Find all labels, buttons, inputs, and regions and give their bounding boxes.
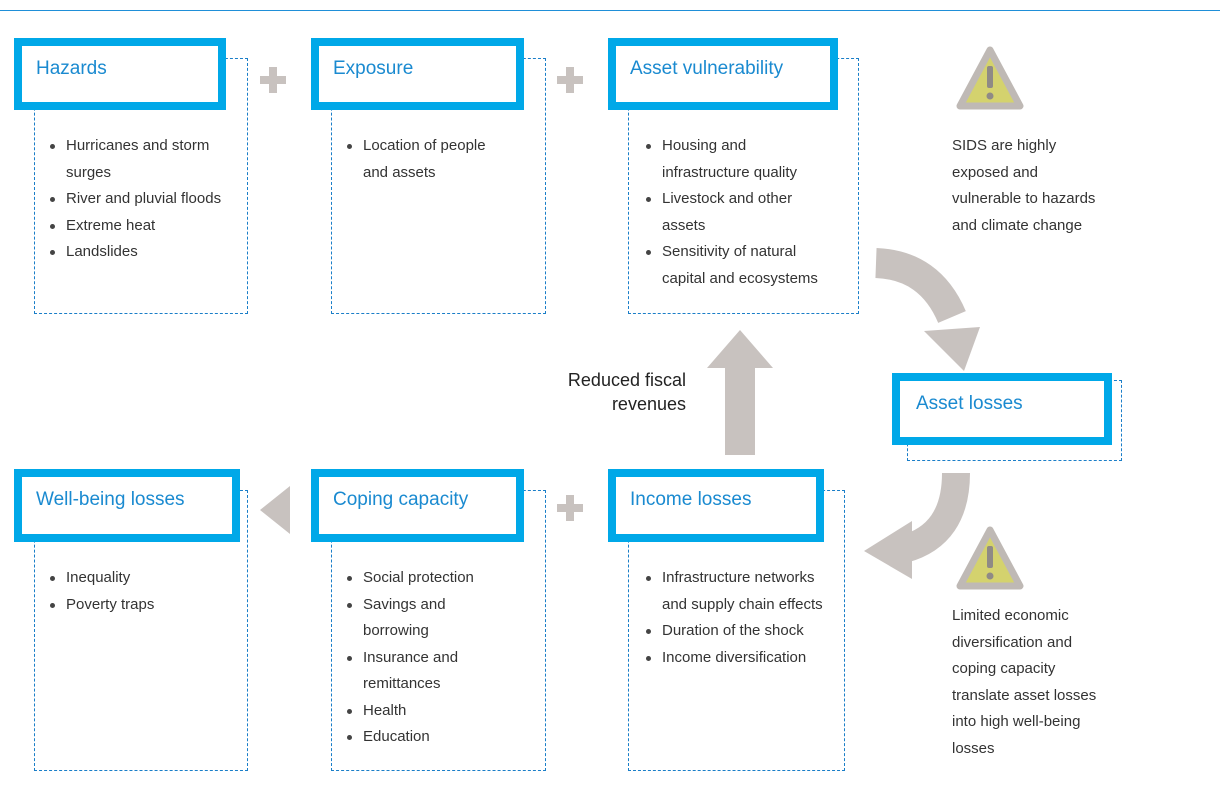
asset-losses-title-text: Asset losses [916,393,1023,414]
list-item: Income diversification [644,645,824,672]
list-item: Insurance and remittances [345,645,495,698]
list-item: Hurricanes and storm surges [48,133,228,186]
arrow-to-asset-losses [874,248,980,371]
income-losses-title-text: Income losses [630,489,752,510]
note-top: SIDS are highly exposed and vulnerable t… [952,137,1096,234]
income-losses-list: Infrastructure networks and supply chain… [644,565,824,671]
arrow-up-fiscal [707,330,773,455]
list-item: Livestock and other assets [644,186,829,239]
list-item: Social protection [345,565,495,592]
hazards-title: Hazards [14,38,226,110]
exposure-list: Location of people and assets [345,133,505,186]
hazards-title-text: Hazards [36,58,107,79]
list-item: Poverty traps [48,592,218,619]
list-item: Sensitivity of natural capital and ecosy… [644,239,829,292]
plus-icon [260,67,286,93]
vulnerability-title-text: Asset vulnerability [630,58,784,79]
asset-losses-title: Asset losses [892,373,1112,445]
list-item: Duration of the shock [644,618,824,645]
note-bottom: Limited economic diversification and cop… [952,607,1097,757]
plus-icon [557,67,583,93]
list-item: Extreme heat [48,213,228,240]
warning-icon [956,46,1024,110]
warning-icon [956,526,1024,590]
list-item: Health [345,698,495,725]
exposure-title: Exposure [311,38,524,110]
wellbeing-title: Well-being losses [14,469,240,542]
list-item: Inequality [48,565,218,592]
income-losses-title: Income losses [608,469,824,542]
vulnerability-title: Asset vulnerability [608,38,838,110]
hazards-list: Hurricanes and storm surges River and pl… [48,133,228,266]
list-item: Education [345,724,495,751]
exposure-title-text: Exposure [333,58,414,79]
coping-title: Coping capacity [311,469,524,542]
coping-list: Social protection Savings and borrowing … [345,565,495,751]
arrow-to-income-losses [864,472,970,579]
fiscal-label: Reduced fiscal revenues [567,370,686,414]
list-item: Infrastructure networks and supply chain… [644,565,824,618]
coping-title-text: Coping capacity [333,489,469,510]
list-item: Savings and borrowing [345,592,495,645]
wellbeing-title-text: Well-being losses [36,489,185,510]
wellbeing-list: Inequality Poverty traps [48,565,218,618]
top-rule [0,10,1220,11]
vulnerability-list: Housing and infrastructure quality Lives… [644,133,829,292]
list-item: Location of people and assets [345,133,505,186]
list-item: River and pluvial floods [48,186,228,213]
arrow-left-icon [260,486,290,534]
list-item: Housing and infrastructure quality [644,133,829,186]
plus-icon [557,495,583,521]
list-item: Landslides [48,239,228,266]
